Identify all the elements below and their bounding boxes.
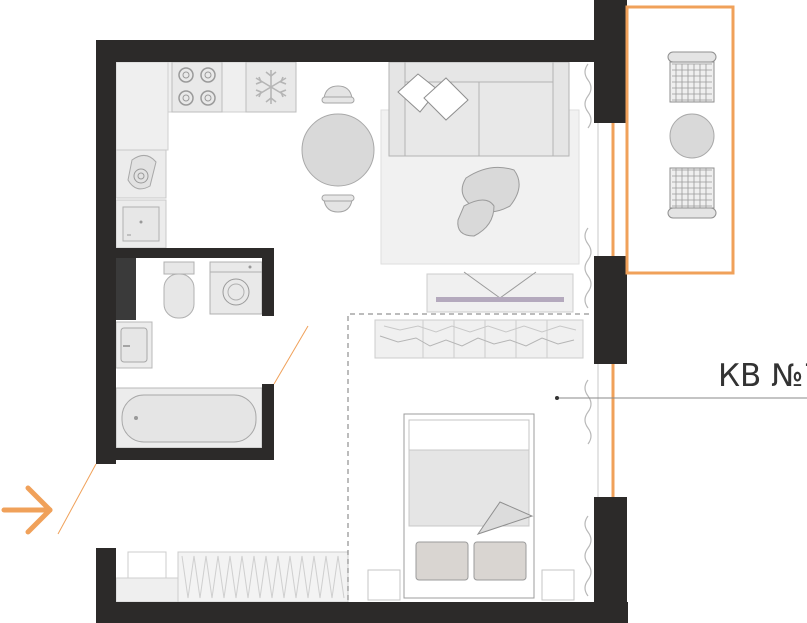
wardrobe: [177, 551, 349, 603]
bath-wall-right: [262, 248, 274, 316]
bench: [127, 551, 167, 579]
chair: [323, 199, 353, 213]
balcony-table: [669, 113, 715, 159]
walls: [96, 0, 628, 623]
bath-wall-right-lower: [262, 384, 274, 460]
bed: [403, 413, 535, 599]
curtains: [584, 63, 592, 597]
unit-label: КВ №7: [718, 358, 807, 394]
bedroom: [367, 319, 584, 601]
nightstand: [541, 569, 575, 601]
wall-top: [96, 40, 594, 62]
bath-wall-bottom: [116, 448, 274, 460]
wall-right-bottom: [594, 497, 627, 623]
balcony-chair: [667, 167, 717, 219]
coffee-table: [457, 166, 520, 237]
callout-dot: [555, 396, 559, 400]
dining-table: [301, 113, 375, 187]
chair: [323, 85, 353, 99]
windows: [597, 123, 623, 497]
dining: [301, 85, 375, 213]
tv-stand: [426, 271, 574, 313]
pillow: [423, 77, 469, 121]
balcony: [625, 5, 735, 275]
wall-right-mid: [594, 256, 627, 364]
wall-right-top: [594, 0, 627, 123]
bathtub: [115, 387, 263, 449]
shoe-shelf: [115, 577, 179, 603]
wall-bottom: [96, 602, 628, 623]
bath-wall-top: [116, 248, 274, 258]
washing-machine: [209, 261, 263, 315]
sofa: [388, 61, 570, 157]
arrow-right-icon: [1, 485, 53, 535]
dishwasher: [115, 199, 167, 249]
toilet-tank: [163, 261, 195, 275]
pillow: [473, 541, 527, 581]
bathroom-sink: [115, 321, 153, 369]
bathroom-cabinet: [116, 258, 136, 320]
pillow: [415, 541, 469, 581]
hallway-storage: [115, 551, 349, 603]
kitchen-counter: [115, 61, 169, 151]
dresser: [374, 319, 584, 359]
kitchen: [115, 61, 297, 249]
bathroom-door-swing: [273, 325, 309, 385]
living-area: [380, 61, 580, 313]
bathroom: [115, 258, 263, 449]
fridge: [245, 61, 297, 113]
balcony-chair: [667, 51, 717, 103]
wall-left-upper: [96, 40, 116, 464]
tv: [436, 297, 564, 302]
snowflake-icon: [255, 70, 287, 104]
nightstand: [367, 569, 401, 601]
toilet: [163, 273, 195, 319]
unit-callout: КВ №7: [555, 358, 807, 400]
kitchen-sink: [115, 149, 167, 199]
entrance-door-swing: [57, 463, 97, 535]
cooktop: [171, 61, 223, 113]
